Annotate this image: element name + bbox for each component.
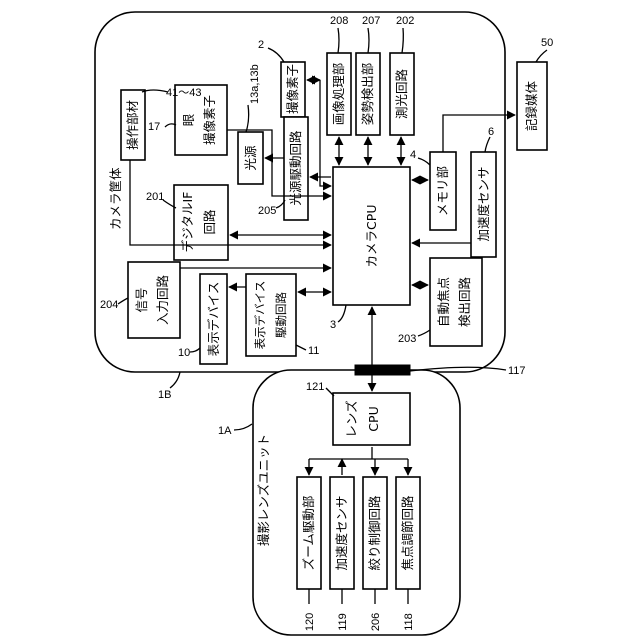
ref-202: 202 (396, 15, 414, 27)
camera-body-label: カメラ筐体 (108, 167, 123, 230)
display-device-label: 表示デバイス (206, 282, 221, 357)
digital-if-line1: デジタルIF (180, 192, 195, 253)
camera-cpu-label: カメラCPU (364, 205, 379, 268)
memory-label: メモリ部 (435, 166, 450, 216)
ref-206: 206 (370, 613, 382, 631)
ref-208: 208 (330, 15, 348, 27)
accel-sensor-body-label: 加速度センサ (476, 166, 491, 241)
digital-if-line2: 回路 (202, 209, 217, 235)
ref-120: 120 (304, 613, 316, 631)
posture-detection-label: 姿勢検出部 (360, 63, 375, 126)
ref-41-43: 41〜43 (166, 87, 201, 99)
ref-13: 13a,13b (249, 64, 261, 104)
display-driver-line2: 駆動回路 (274, 292, 288, 338)
zoom-drive-label: ズーム駆動部 (301, 496, 316, 571)
light-driver-label: 光源駆動回路 (288, 130, 303, 206)
ref-207: 207 (362, 15, 380, 27)
ref-11: 11 (308, 345, 319, 357)
signal-input-line1: 信号 (134, 287, 149, 312)
image-processing-label: 画像処理部 (331, 63, 346, 126)
photometry-label: 測光回路 (394, 69, 409, 120)
recording-medium-label: 記録媒体 (524, 81, 539, 132)
ref-17: 17 (148, 121, 160, 133)
ref-205: 205 (258, 205, 276, 217)
ref-117: 117 (508, 365, 526, 377)
ref-4: 4 (410, 149, 416, 161)
ref-204: 204 (100, 299, 118, 311)
lens-unit-label: 撮影レンズユニット (256, 434, 271, 546)
ref-1B: 1B (158, 389, 171, 401)
ref-203: 203 (398, 333, 416, 345)
display-driver-line1: 表示デバイス (253, 281, 267, 350)
ref-6: 6 (488, 126, 494, 138)
aperture-control-label: 絞り制御回路 (367, 495, 382, 571)
af-detection-line2: 検出回路 (457, 277, 472, 328)
lens-cpu-line1: レンズ (344, 400, 359, 437)
leader-1B (170, 372, 180, 388)
accel-sensor-lens-label: 加速度センサ (334, 495, 349, 570)
ref-121: 121 (306, 381, 324, 393)
ref-2: 2 (258, 39, 264, 51)
ref-201: 201 (146, 191, 164, 203)
operation-member-label: 操作部材 (125, 100, 140, 150)
ref-118: 118 (403, 613, 415, 631)
light-source-label: 光源 (243, 145, 258, 171)
ref-3: 3 (330, 319, 336, 331)
image-sensor-label: 撮像素子 (285, 64, 300, 114)
eye-sensor-line1: 眼 (181, 113, 196, 126)
ref-1A: 1A (218, 425, 232, 437)
ref-10: 10 (178, 347, 190, 359)
eye-sensor-line2: 撮像素子 (202, 95, 217, 145)
lens-cpu-line2: CPU (366, 406, 381, 431)
leader-50 (536, 50, 547, 62)
af-detection-line1: 自動焦点 (436, 277, 451, 327)
leader-1A (234, 424, 252, 430)
signal-input-line2: 入力回路 (155, 275, 170, 326)
lens-mount-connector (355, 365, 410, 375)
ref-50: 50 (541, 37, 553, 49)
focus-adjust-label: 焦点調節回路 (400, 495, 415, 571)
ref-119: 119 (337, 613, 349, 631)
